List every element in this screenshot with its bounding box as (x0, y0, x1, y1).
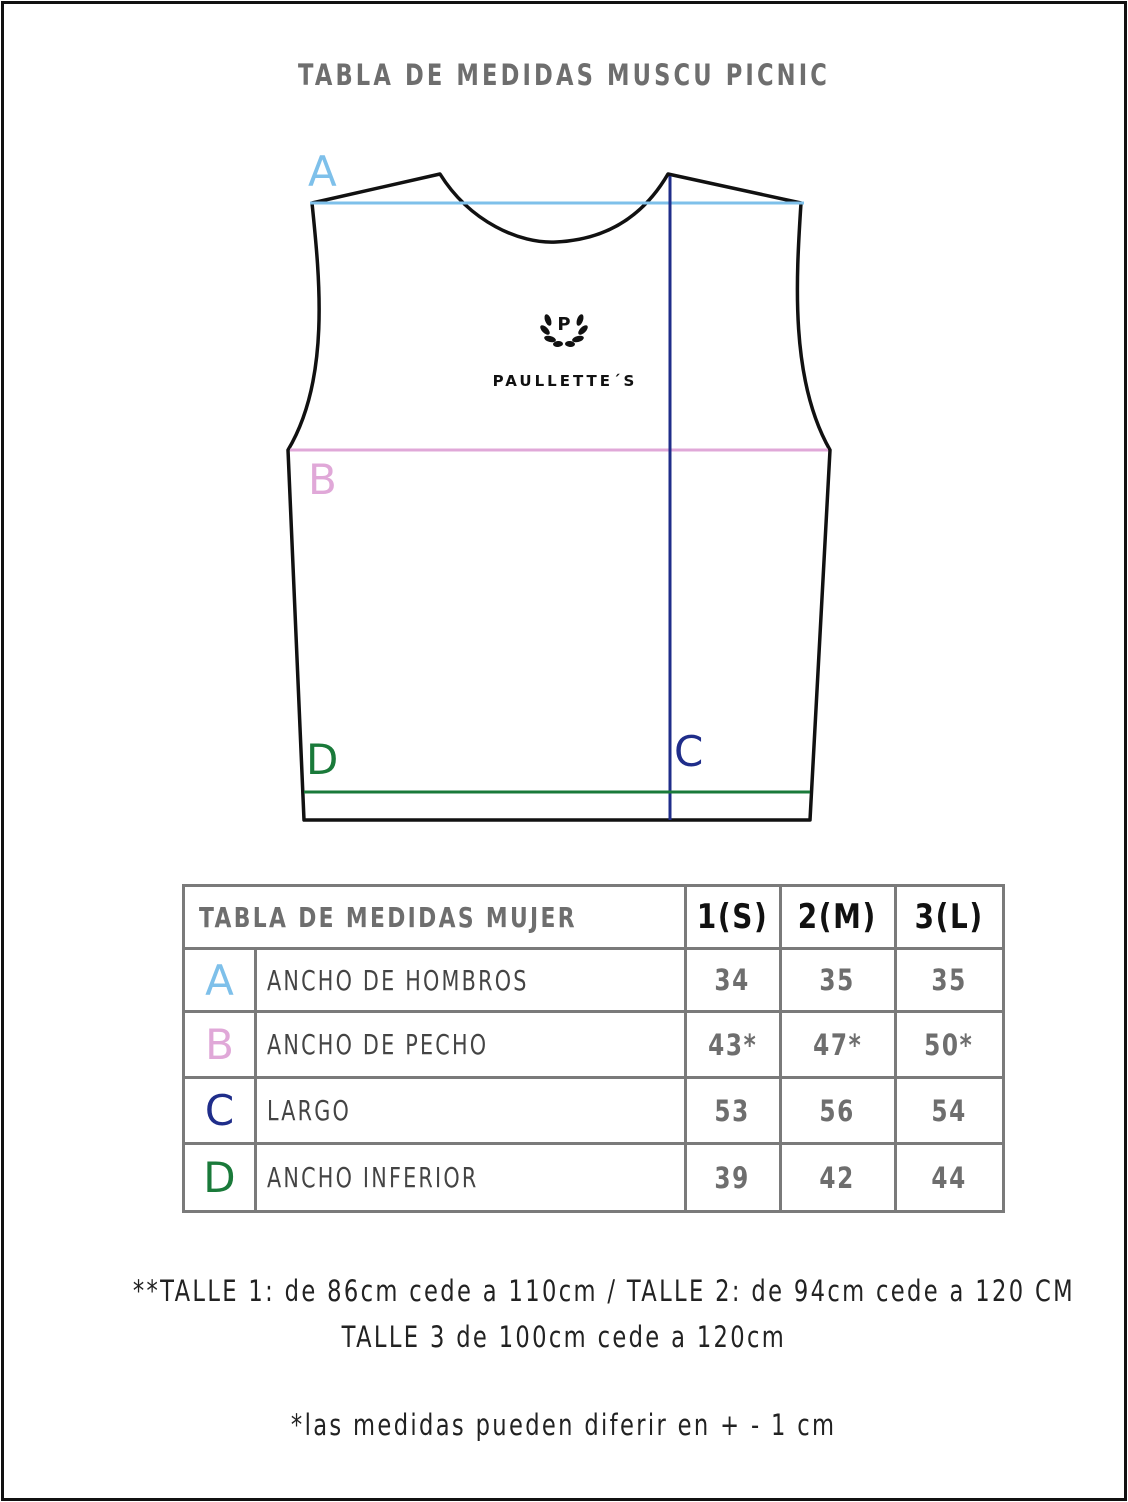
value-cell: 50* (893, 1010, 1005, 1079)
tank-top-outline (286, 172, 832, 822)
label-a: A (308, 147, 337, 196)
brand-monogram: P (557, 314, 570, 335)
label-d: D (306, 735, 338, 784)
size-header-2: 2(M) (778, 884, 897, 950)
size-header-1: 1(S) (683, 884, 782, 950)
value-cell: 42 (778, 1142, 897, 1213)
row-label: ANCHO DE HOMBROS (253, 947, 687, 1013)
value-cell: 35 (778, 947, 897, 1013)
garment-diagram: A B C D P PAULLETTE´S (286, 147, 832, 822)
value-cell: 47* (778, 1010, 897, 1079)
table-row: D ANCHO INFERIOR 39 42 44 (182, 1142, 1005, 1213)
row-letter-c: C (182, 1076, 257, 1145)
laurel-wreath-icon (540, 314, 588, 348)
label-b: B (308, 455, 337, 504)
tolerance-note: *las medidas pueden diferir en + - 1 cm (291, 1408, 837, 1442)
brand-name: PAULLETTE´S (493, 372, 638, 390)
row-letter-d: D (182, 1142, 257, 1213)
table-row: B ANCHO DE PECHO 43* 47* 50* (182, 1010, 1005, 1079)
row-label: ANCHO INFERIOR (253, 1142, 687, 1213)
value-cell: 53 (683, 1076, 782, 1145)
size-header-3: 3(L) (893, 884, 1005, 950)
size-note-line-1: **TALLE 1: de 86cm cede a 110cm / TALLE … (132, 1274, 1075, 1308)
value-cell: 54 (893, 1076, 1005, 1145)
row-letter-a: A (182, 947, 257, 1013)
value-cell: 35 (893, 947, 1005, 1013)
page-title: TABLA DE MEDIDAS MUSCU PICNIC (298, 58, 830, 92)
table-header-row: TABLA DE MEDIDAS MUJER 1(S) 2(M) 3(L) (182, 884, 1005, 950)
value-cell: 39 (683, 1142, 782, 1213)
table-row: C LARGO 53 56 54 (182, 1076, 1005, 1145)
size-note-line-2: TALLE 3 de 100cm cede a 120cm (341, 1320, 787, 1354)
value-cell: 44 (893, 1142, 1005, 1213)
brand-logo: P PAULLETTE´S (493, 314, 638, 390)
value-cell: 34 (683, 947, 782, 1013)
row-label: LARGO (253, 1076, 687, 1145)
value-cell: 43* (683, 1010, 782, 1079)
value-cell: 56 (778, 1076, 897, 1145)
table-header-title: TABLA DE MEDIDAS MUJER (182, 884, 687, 950)
size-table: TABLA DE MEDIDAS MUJER 1(S) 2(M) 3(L) A … (182, 884, 1005, 1213)
row-label: ANCHO DE PECHO (253, 1010, 687, 1079)
row-letter-b: B (182, 1010, 257, 1079)
label-c: C (674, 727, 703, 776)
table-row: A ANCHO DE HOMBROS 34 35 35 (182, 947, 1005, 1013)
